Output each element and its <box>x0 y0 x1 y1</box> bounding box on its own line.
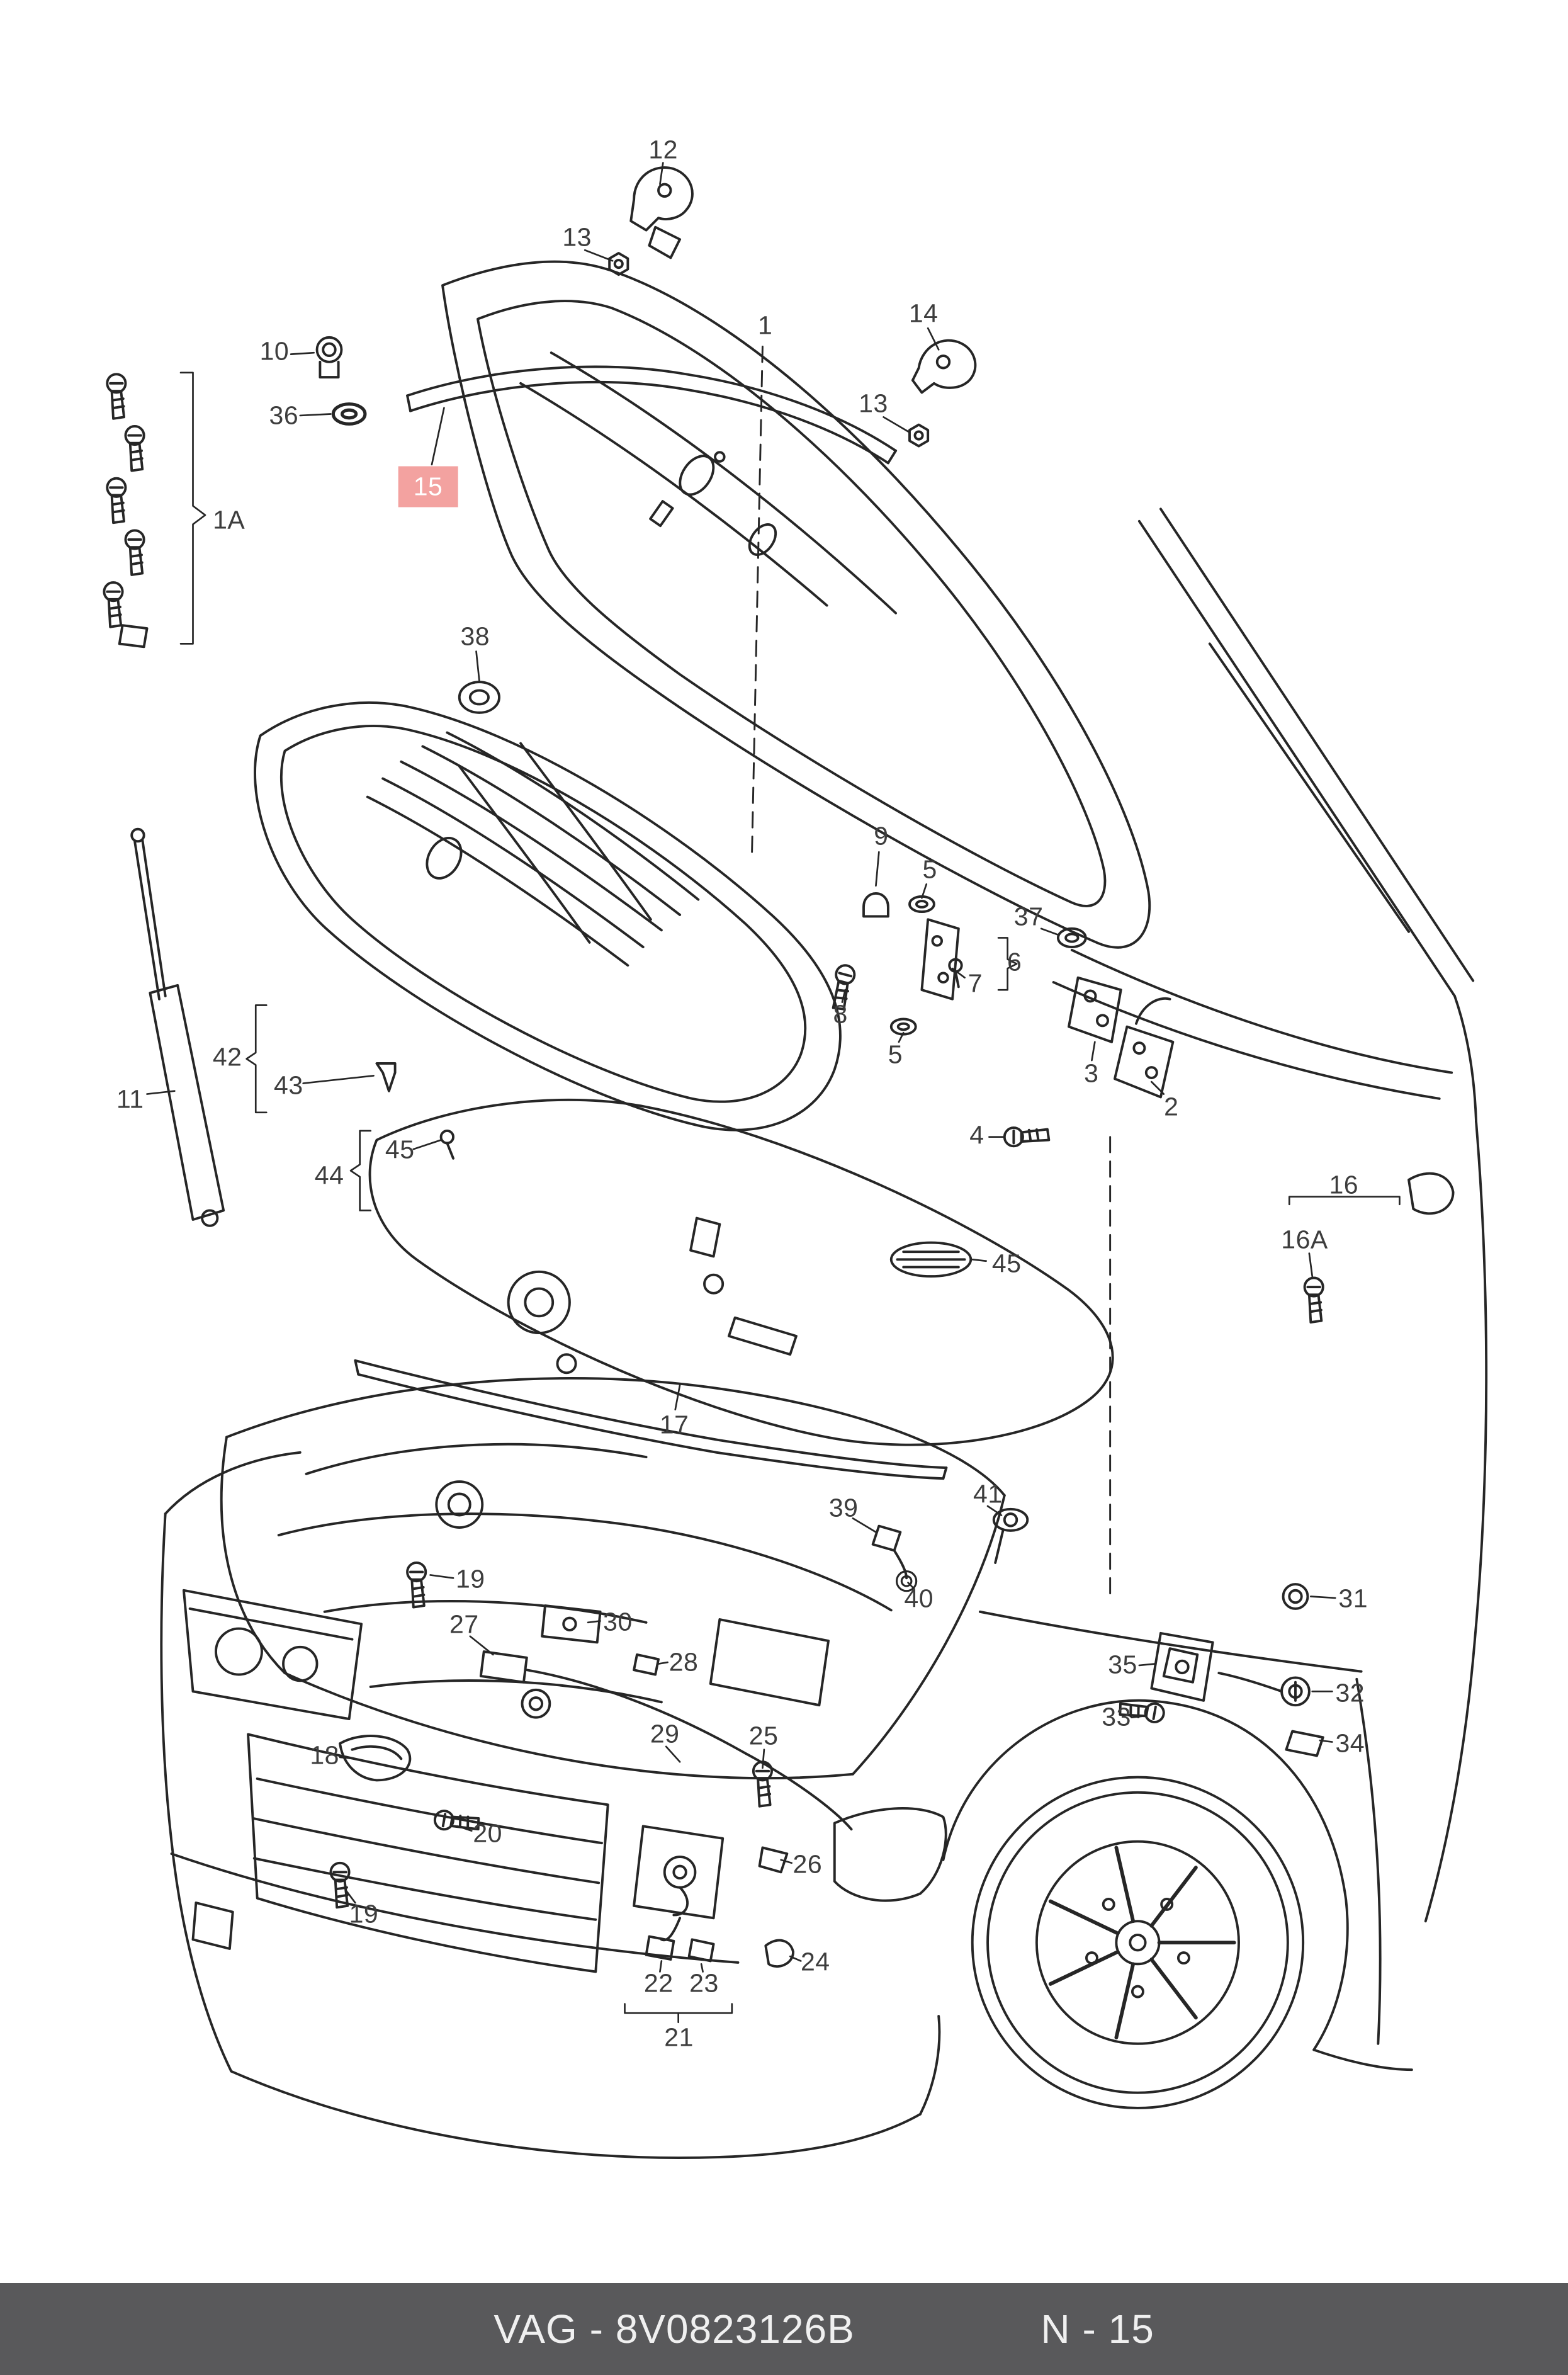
cowl-panel-drawing <box>354 1098 1114 1592</box>
construction-lines <box>750 346 1112 1604</box>
part-label-24[interactable]: 24 <box>801 1947 830 1976</box>
fender-bracket-drawing <box>1288 1196 1401 1324</box>
part-label-11[interactable]: 11 <box>116 1084 144 1114</box>
part-label-32[interactable]: 32 <box>1335 1678 1365 1708</box>
part-label-38[interactable]: 38 <box>460 621 490 651</box>
part-label-13a[interactable]: 13 <box>562 222 592 252</box>
part-label-4[interactable]: 4 <box>969 1120 984 1150</box>
part-label-29[interactable]: 29 <box>650 1719 680 1749</box>
part-label-19a[interactable]: 19 <box>455 1564 485 1594</box>
part-label-28[interactable]: 28 <box>668 1647 699 1677</box>
part-label-42[interactable]: 42 <box>212 1042 242 1072</box>
part-label-44[interactable]: 44 <box>314 1160 344 1190</box>
part-label-15[interactable]: 15 <box>398 466 458 507</box>
part-label-41[interactable]: 41 <box>973 1479 1003 1509</box>
part-label-19b[interactable]: 19 <box>349 1899 379 1929</box>
part-label-16A[interactable]: 16A <box>1281 1225 1328 1254</box>
part-label-9[interactable]: 9 <box>874 821 889 851</box>
footer-page-ref: N - 15 <box>1041 2306 1154 2352</box>
part-label-20[interactable]: 20 <box>473 1818 502 1848</box>
part-label-33[interactable]: 33 <box>1102 1702 1131 1732</box>
hood-panel-drawing <box>315 166 1151 949</box>
part-label-17[interactable]: 17 <box>659 1410 689 1439</box>
gas-strut-drawing <box>130 827 225 1227</box>
part-label-26[interactable]: 26 <box>792 1849 823 1879</box>
part-label-40[interactable]: 40 <box>904 1584 934 1613</box>
side-lock-drawing <box>1117 1583 1324 1757</box>
part-label-5a[interactable]: 5 <box>922 854 937 884</box>
part-label-16[interactable]: 16 <box>1329 1170 1359 1199</box>
part-label-12[interactable]: 12 <box>648 135 678 164</box>
part-label-45b[interactable]: 45 <box>991 1249 1022 1278</box>
part-label-3[interactable]: 3 <box>1084 1058 1099 1088</box>
part-label-30[interactable]: 30 <box>603 1607 633 1636</box>
part-label-35[interactable]: 35 <box>1108 1650 1137 1679</box>
part-label-23[interactable]: 23 <box>689 1968 719 1998</box>
hood-liner-drawing <box>254 701 842 1131</box>
part-label-31[interactable]: 31 <box>1338 1584 1368 1613</box>
part-label-36[interactable]: 36 <box>269 400 299 430</box>
fastener-kit-drawing <box>103 371 206 649</box>
part-label-27[interactable]: 27 <box>449 1609 479 1639</box>
part-label-22[interactable]: 22 <box>643 1968 674 1998</box>
part-label-18[interactable]: 18 <box>310 1740 339 1769</box>
footer-part-number: VAG - 8V0823126B <box>494 2306 855 2352</box>
part-label-1A[interactable]: 1A <box>213 505 245 535</box>
part-label-1[interactable]: 1 <box>757 310 773 340</box>
part-label-39[interactable]: 39 <box>828 1493 859 1522</box>
part-label-37[interactable]: 37 <box>1013 902 1044 931</box>
part-label-7[interactable]: 7 <box>967 968 983 998</box>
footer-bar: VAG - 8V0823126B N - 15 <box>0 2283 1568 2375</box>
leader-lines <box>146 162 1336 2024</box>
part-label-45a[interactable]: 45 <box>385 1135 415 1164</box>
part-label-8[interactable]: 8 <box>833 999 848 1029</box>
part-label-13b[interactable]: 13 <box>859 388 888 418</box>
part-label-10[interactable]: 10 <box>259 336 290 366</box>
hinge-cluster-drawing <box>826 892 1175 1148</box>
exploded-diagram <box>103 162 1488 2159</box>
part-label-6[interactable]: 6 <box>1007 947 1022 977</box>
part-label-34[interactable]: 34 <box>1335 1728 1365 1758</box>
lock-cluster-drawing <box>329 1562 853 1968</box>
part-label-21[interactable]: 21 <box>664 2022 694 2052</box>
part-label-14[interactable]: 14 <box>908 298 939 328</box>
car-body-drawing <box>160 507 1488 2159</box>
part-label-2[interactable]: 2 <box>1164 1092 1179 1121</box>
part-label-43[interactable]: 43 <box>274 1070 303 1100</box>
part-label-25[interactable]: 25 <box>748 1721 779 1750</box>
part-label-5b[interactable]: 5 <box>888 1040 903 1069</box>
